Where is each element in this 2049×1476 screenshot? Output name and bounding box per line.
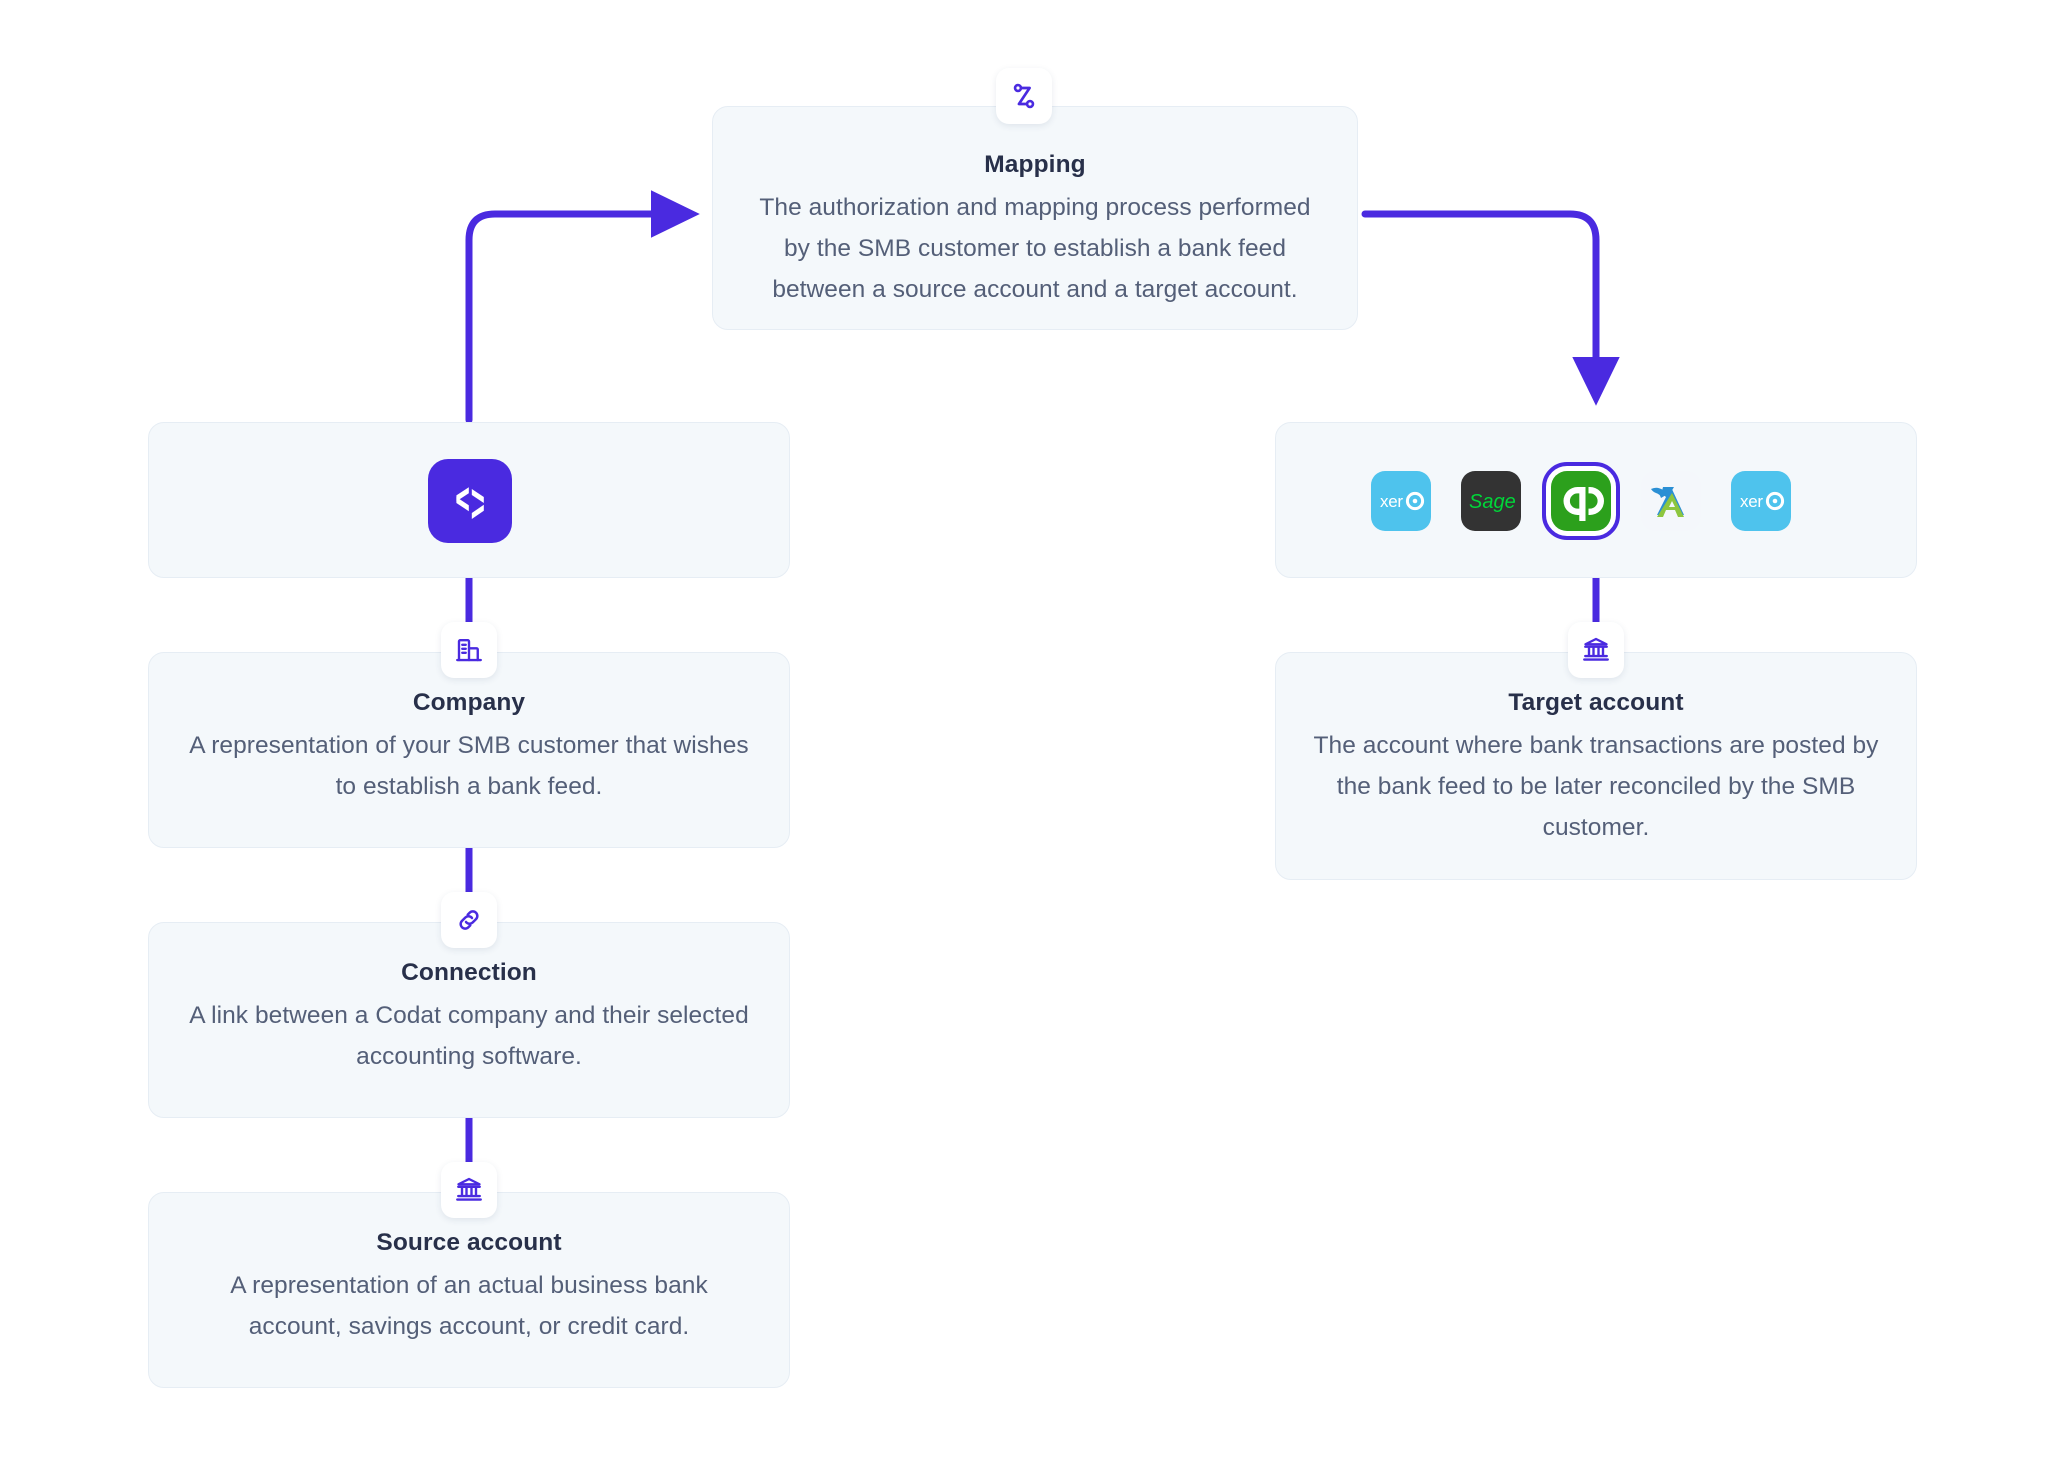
mapping-title: Mapping <box>984 151 1086 178</box>
codat-card <box>148 422 790 578</box>
codat-code-logo <box>428 459 512 543</box>
svg-text:xer: xer <box>1740 492 1763 511</box>
company-description: A representation of your SMB customer th… <box>189 732 749 800</box>
bank-icon <box>441 1162 497 1218</box>
xero-wordmark: xer <box>1380 491 1425 511</box>
platform-logo-quickbooks[interactable] <box>1542 462 1620 540</box>
source-account-title: Source account <box>376 1229 562 1256</box>
connector-codat-to-mapping <box>465 190 700 424</box>
svg-text:Sage: Sage <box>1469 491 1516 513</box>
platform-logo-freeagent[interactable] <box>1641 471 1701 531</box>
platform-logo-sage[interactable]: Sage <box>1461 471 1521 531</box>
sage-wordmark: Sage <box>1469 491 1516 513</box>
accounting-platforms-card: xer Sage <box>1275 422 1917 578</box>
svg-text:xer: xer <box>1380 492 1403 511</box>
connection-title: Connection <box>401 959 537 986</box>
link-icon <box>441 892 497 948</box>
bank-icon-target <box>1568 622 1624 678</box>
connector-mapping-to-platforms <box>1361 210 1620 406</box>
mapping-description: The authorization and mapping process pe… <box>759 194 1311 303</box>
building-icon <box>441 622 497 678</box>
quickbooks-logo <box>1563 487 1604 521</box>
xero-wordmark-2: xer <box>1740 491 1785 511</box>
platform-logo-xero-2[interactable]: xer <box>1731 471 1791 531</box>
platform-logo-xero[interactable]: xer <box>1371 471 1431 531</box>
target-account-description: The account where bank transactions are … <box>1313 732 1879 841</box>
mapping-card: Mapping The authorization and mapping pr… <box>712 106 1358 330</box>
code-brackets-icon <box>456 487 484 519</box>
freeagent-logo <box>1651 487 1684 517</box>
source-account-card: Source account A representation of an ac… <box>148 1192 790 1388</box>
connection-description: A link between a Codat company and their… <box>189 1002 749 1070</box>
company-card: Company A representation of your SMB cus… <box>148 652 790 848</box>
target-account-title: Target account <box>1508 689 1684 716</box>
platform-logo-row: xer Sage <box>1371 462 1791 540</box>
source-account-description: A representation of an actual business b… <box>230 1272 708 1340</box>
target-account-card: Target account The account where bank tr… <box>1275 652 1917 880</box>
mapping-route-icon <box>996 68 1052 124</box>
connection-card: Connection A link between a Codat compan… <box>148 922 790 1118</box>
company-title: Company <box>412 689 526 716</box>
